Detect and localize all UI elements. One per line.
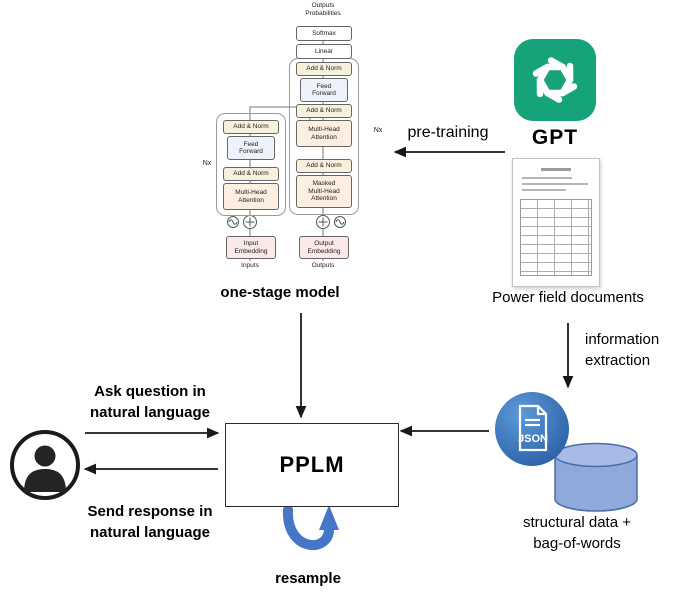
gpt-logo-icon <box>513 38 597 122</box>
sine-icon <box>228 219 238 225</box>
softmax-box: Softmax <box>296 26 352 41</box>
ask-question-label: Ask question in natural language <box>89 383 211 421</box>
json-document-glyph <box>518 404 548 452</box>
sine-icon <box>335 219 345 225</box>
send-response-label: Send response in natural language <box>87 503 213 541</box>
document-icon <box>512 158 600 287</box>
gpt-label: GPT <box>531 126 579 149</box>
json-file-icon: JSON <box>494 391 570 467</box>
positional-encoding-left-icon <box>227 215 257 229</box>
input-embedding-box: Input Embedding <box>226 236 276 259</box>
database-cylinder-icon <box>550 442 642 514</box>
doc-text-line <box>522 177 572 179</box>
feed-forward-box: Feed Forward <box>300 78 348 102</box>
resample-label: resample <box>275 570 341 587</box>
plus-icon <box>318 217 328 227</box>
multi-head-attention-box: Multi-Head Attention <box>296 120 352 147</box>
encoder-stack-outline <box>216 113 286 216</box>
doc-text-line <box>522 189 566 191</box>
pplm-box: PPLM <box>225 423 399 507</box>
inputs-label: Inputs <box>241 262 259 269</box>
nx-label-left: Nx <box>202 160 212 167</box>
pplm-label: PPLM <box>279 452 345 477</box>
structural-data-caption: structural data + bag-of-words <box>523 514 631 552</box>
plus-icon <box>245 217 255 227</box>
output-embedding-box: Output Embedding <box>299 236 349 259</box>
documents-caption: Power field documents <box>492 289 644 306</box>
add-norm-box: Add & Norm <box>296 62 352 76</box>
masked-multi-head-attention-box: Masked Multi-Head Attention <box>296 175 352 208</box>
pretraining-label: pre-training <box>407 124 489 141</box>
add-norm-box: Add & Norm <box>296 159 352 173</box>
multi-head-attention-box: Multi-Head Attention <box>223 183 279 210</box>
output-probabilities-label: Outputs Probabilities <box>305 2 341 17</box>
person-silhouette-icon <box>24 445 66 492</box>
outputs-label: Outputs <box>311 262 335 269</box>
openai-knot-icon <box>532 57 578 103</box>
one-stage-model-caption: one-stage model <box>220 284 340 301</box>
linear-box: Linear <box>296 44 352 59</box>
user-icon <box>8 428 82 502</box>
doc-table <box>520 199 592 276</box>
information-extraction-label: information extraction <box>585 331 660 369</box>
doc-text-line <box>522 183 588 185</box>
add-norm-box: Add & Norm <box>296 104 352 118</box>
doc-title-line <box>541 168 571 171</box>
resample-arrow <box>282 505 339 550</box>
positional-encoding-right-icon <box>316 215 346 229</box>
add-norm-box: Add & Norm <box>223 167 279 181</box>
add-norm-box: Add & Norm <box>223 120 279 134</box>
feed-forward-box: Feed Forward <box>227 136 275 160</box>
nx-label-right: Nx <box>373 127 383 134</box>
json-icon-label: JSON <box>518 433 548 445</box>
